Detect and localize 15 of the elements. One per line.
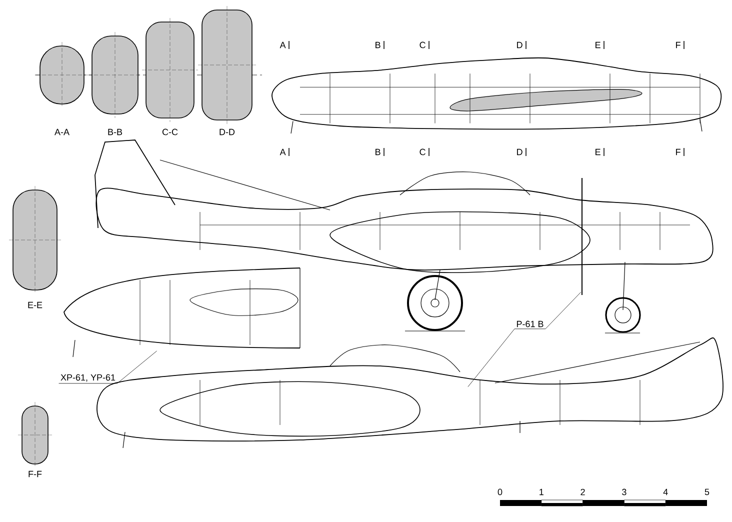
scale-number: 2 — [580, 488, 585, 496]
section-label: A-A — [54, 128, 70, 136]
scale-number: 5 — [704, 488, 710, 496]
scale-number: 1 — [540, 488, 544, 496]
section-label: E-E — [28, 302, 42, 308]
aircraft-side-view-drawing — [94, 140, 714, 334]
scale-number: 0 — [498, 488, 502, 496]
scale-number: 4 — [663, 488, 668, 496]
leader-line — [545, 292, 582, 330]
section-label: F-F — [28, 470, 42, 478]
leader-line — [117, 350, 157, 384]
scale-number: 3 — [622, 488, 626, 496]
model-label: XP-61, YP-61 — [58, 374, 118, 384]
nose-section-drawing — [64, 268, 300, 358]
leader-line — [468, 328, 515, 387]
